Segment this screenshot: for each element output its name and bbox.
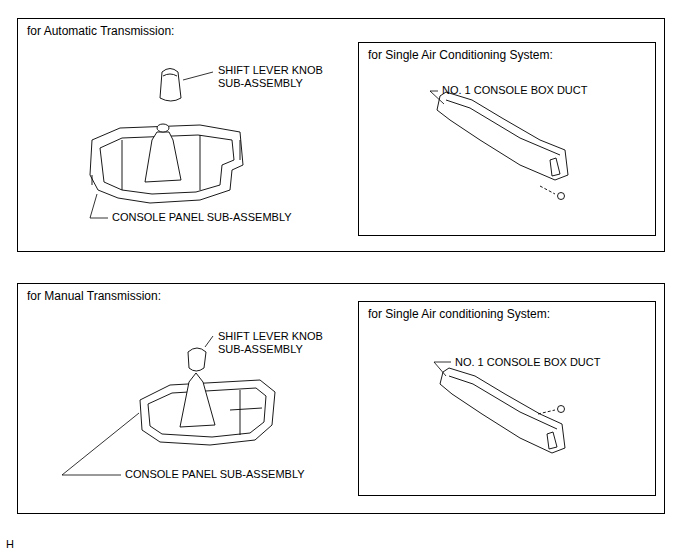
part-label: SHIFT LEVER KNOB SUB-ASSEMBLY bbox=[218, 64, 336, 90]
console-duct bbox=[437, 92, 568, 180]
part-label: NO. 1 CONSOLE BOX DUCT bbox=[455, 356, 600, 369]
panel-heading: for Single Air Conditioning System: bbox=[368, 48, 553, 62]
group-panel: for Manual Transmission: for Single Air c… bbox=[17, 283, 665, 514]
part-label: CONSOLE PANEL SUB-ASSEMBLY bbox=[112, 211, 292, 224]
panel-heading: for Manual Transmission: bbox=[27, 289, 161, 303]
part-label: CONSOLE PANEL SUB-ASSEMBLY bbox=[125, 468, 305, 481]
part-label: NO. 1 CONSOLE BOX DUCT bbox=[442, 84, 587, 97]
group-panel: for Single Air conditioning System: bbox=[358, 301, 656, 496]
part-label: SHIFT LEVER KNOB SUB-ASSEMBLY bbox=[218, 330, 336, 356]
group-panel: for Single Air Conditioning System: bbox=[358, 42, 656, 236]
shift-knob bbox=[160, 69, 181, 102]
console-duct bbox=[440, 368, 565, 453]
shift-boot bbox=[145, 132, 181, 182]
panel-heading: for Automatic Transmission: bbox=[27, 24, 174, 38]
shift-boot bbox=[180, 373, 215, 427]
part-label: H bbox=[6, 538, 14, 551]
shift-knob bbox=[188, 348, 206, 371]
console-panel bbox=[90, 125, 243, 203]
bolt bbox=[558, 193, 565, 200]
leader-lines bbox=[62, 72, 451, 475]
panel-heading: for Single Air conditioning System: bbox=[368, 307, 550, 321]
bolt bbox=[558, 406, 565, 413]
